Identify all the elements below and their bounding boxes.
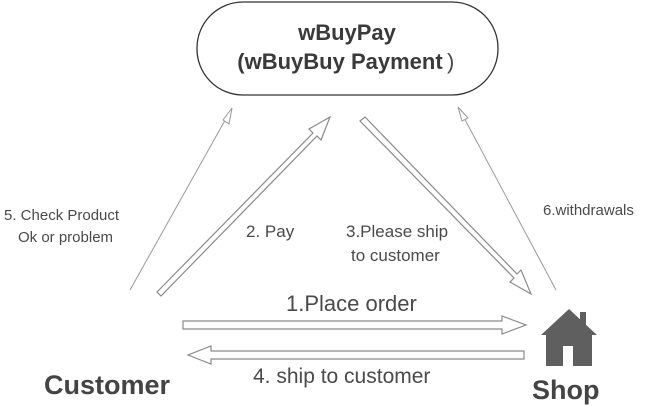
arrow-place-order (182, 315, 528, 335)
arrow-ship-to-customer (186, 345, 525, 365)
payment-node-subtitle-close: ) (447, 49, 454, 74)
customer-label: Customer (44, 370, 171, 400)
step-3-label-line1: 3.Please ship (346, 222, 448, 241)
step-2-label: 2. Pay (246, 222, 295, 241)
step-5-label-line2: Ok or problem (18, 229, 113, 246)
arrow-please-ship (359, 116, 533, 296)
step-3-label-line2: to customer (351, 246, 440, 265)
payment-node-title: wBuyPay (297, 20, 397, 45)
arrow-pay (156, 115, 332, 297)
payment-node: wBuyPay (wBuyBuy Payment ) (196, 1, 499, 96)
house-icon (541, 309, 597, 366)
step-4-label: 4. ship to customer (253, 365, 430, 388)
arrow-withdrawals (457, 106, 557, 291)
payment-node-box (196, 1, 499, 96)
step-1-label: 1.Place order (286, 291, 417, 316)
payment-node-subtitle: (wBuyBuy Payment (237, 49, 443, 74)
arrow-check-product (129, 107, 233, 291)
shop-label: Shop (532, 375, 600, 405)
step-5-label-line1: 5. Check Product (4, 207, 120, 224)
step-6-label: 6.withdrawals (543, 202, 634, 219)
